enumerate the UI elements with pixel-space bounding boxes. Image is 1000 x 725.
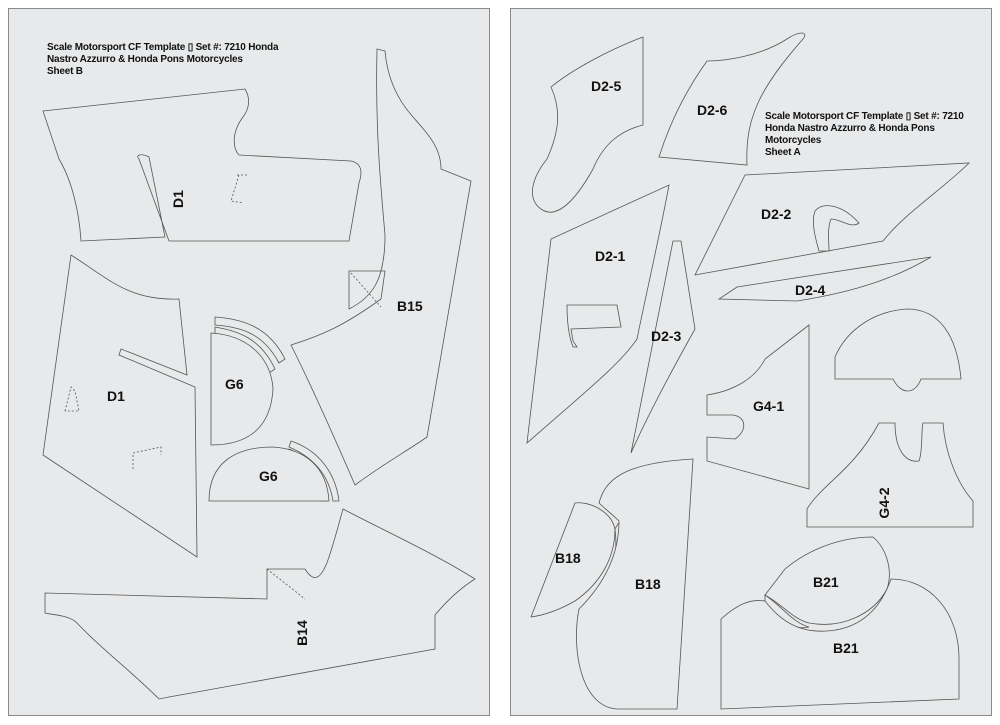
label-d2-1: D2-1 [595, 248, 626, 264]
label-d1-top: D1 [170, 190, 186, 208]
label-d2-5: D2-5 [591, 78, 622, 94]
sheet-b-title-line-3: Sheet B [47, 66, 83, 77]
label-d2-2: D2-2 [761, 206, 792, 222]
piece-d1-left [42, 254, 198, 558]
template-sheet-a: Scale Motorsport CF Template ▯ Set #: 72… [510, 8, 992, 716]
piece-g6-left [210, 332, 274, 446]
template-sheet-b: Scale Motorsport CF Template ▯ Set #: 72… [8, 8, 490, 716]
b15-dash [350, 272, 382, 308]
piece-g6-bottom [208, 446, 330, 502]
label-b15: B15 [397, 298, 423, 314]
sheet-b-title-line-1: Scale Motorsport CF Template ▯ Set #: 72… [47, 42, 279, 53]
piece-g4-1 [706, 324, 810, 490]
d2-1-cutout [566, 304, 622, 348]
label-b14: B14 [294, 620, 310, 646]
piece-g6-strip-1 [214, 316, 286, 364]
label-g6-bottom: G6 [259, 468, 278, 484]
label-d2-6: D2-6 [697, 102, 728, 118]
sheet-a-title-line-1: Scale Motorsport CF Template ▯ Set #: 72… [765, 111, 964, 122]
d1-left-dash [64, 386, 162, 469]
piece-b18-left [530, 502, 616, 618]
piece-d2-4 [717, 256, 932, 302]
sheet-a-title-line-3: Motorcycles [765, 135, 822, 146]
label-b21-top: B21 [813, 574, 839, 590]
label-g4-2: G4-2 [876, 487, 892, 518]
sheet-a-title: Scale Motorsport CF Template ▯ Set #: 72… [765, 111, 964, 159]
piece-d2-5 [532, 36, 644, 213]
label-g6-left: G6 [225, 376, 244, 392]
piece-b18-right [576, 458, 694, 710]
sheet-b-title: Scale Motorsport CF Template ▯ Set #: 72… [47, 42, 279, 78]
piece-d1-top [42, 88, 362, 242]
d2-2-cutout [812, 205, 860, 252]
label-d1-left: D1 [107, 388, 125, 404]
piece-b14 [44, 508, 476, 700]
d1-top-dash [230, 174, 247, 204]
sheet-a-pieces: D2-5 D2-6 D2-2 D2-1 D2-4 D2-3 G4-1 G4-2 … [526, 32, 974, 710]
piece-g4-2 [806, 422, 974, 528]
piece-b15 [290, 48, 472, 486]
piece-d2-3 [630, 240, 696, 454]
label-d2-3: D2-3 [651, 328, 682, 344]
sheet-b-pieces: D1 D1 B15 G6 G6 B14 [42, 48, 476, 700]
piece-d2-6 [658, 32, 806, 166]
sheet-a-title-line-2: Honda Nastro Azzurro & Honda Pons [765, 123, 935, 134]
label-b18-right: B18 [635, 576, 661, 592]
piece-g6-strip-3 [288, 440, 340, 502]
label-g4-1: G4-1 [753, 398, 784, 414]
sheet-a-title-line-4: Sheet A [765, 147, 801, 158]
b14-dash [266, 568, 306, 600]
label-b18-left: B18 [555, 550, 581, 566]
label-b21-bottom: B21 [833, 640, 859, 656]
piece-b21-bottom [720, 578, 960, 710]
label-d2-4: D2-4 [795, 282, 826, 298]
piece-g4-1-dome [834, 308, 962, 392]
sheet-b-title-line-2: Nastro Azzurro & Honda Pons Motorcycles [47, 54, 243, 65]
